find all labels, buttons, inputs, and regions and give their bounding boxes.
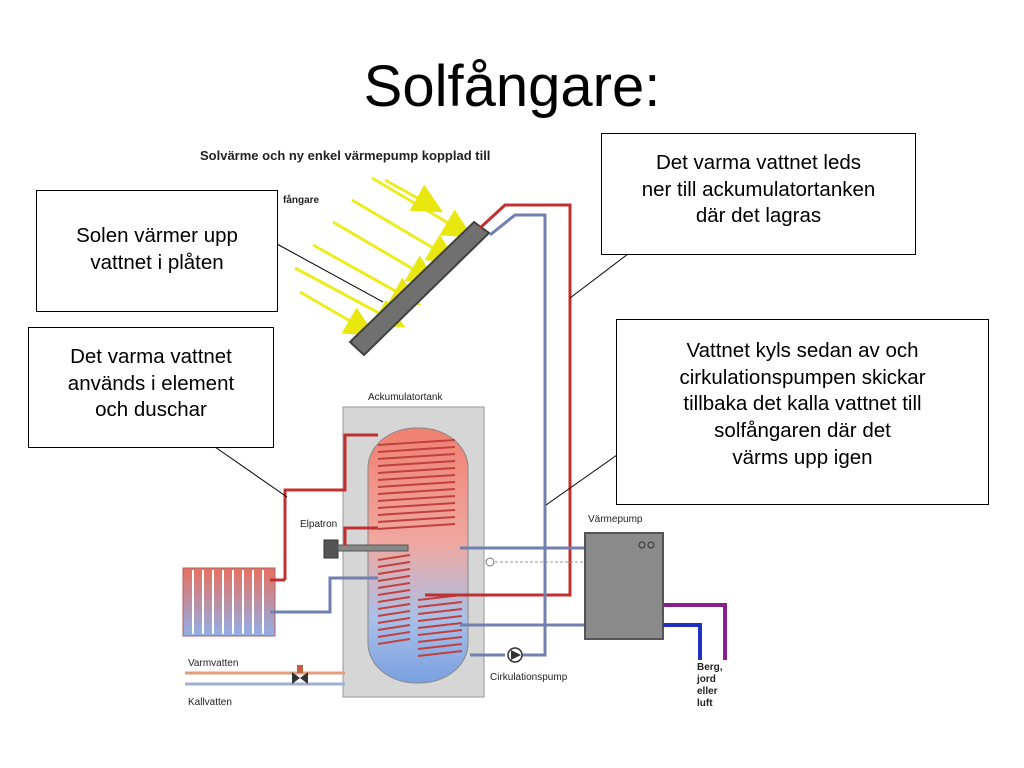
radiator — [182, 567, 276, 637]
diagram-header: Solvärme och ny enkel värmepump kopplad … — [200, 148, 490, 163]
heat-pump-label: Värmepump — [588, 514, 643, 525]
pump-label: Cirkulationspump — [490, 672, 568, 683]
ground-source-line-1: Berg, — [697, 662, 723, 673]
callout-water-cooled-line-5: värms upp igen — [732, 445, 873, 469]
ground-source-line-2: jord — [696, 674, 716, 685]
callout-water-cooled-line-2: cirkulationspumpen skickar — [679, 365, 926, 389]
callout-hot-water-used-line-1: Det varma vattnet — [70, 345, 232, 368]
heater-rod — [337, 544, 409, 552]
callout-leaders — [214, 243, 629, 506]
cold-pipes — [270, 213, 585, 657]
heat-pump-indicator-icon — [647, 541, 655, 549]
heater-cap — [323, 539, 339, 559]
hot-water-label: Varmvatten — [188, 658, 238, 669]
ground-source-line-4: luft — [697, 698, 713, 709]
hot-pipes — [270, 203, 572, 597]
callout-water-cooled-line-3: tillbaka det kalla vattnet till — [683, 392, 922, 416]
heat-pump-indicator-icon — [638, 541, 646, 549]
tank-label: Ackumulatortank — [368, 392, 443, 403]
sun-rays — [294, 176, 473, 336]
upper-coil — [377, 439, 456, 645]
tank-vessel — [367, 427, 469, 684]
mixing-valve-icon — [292, 665, 308, 684]
heater-label: Elpatron — [300, 519, 337, 530]
cold-water-label: Kallvatten — [188, 697, 232, 708]
callout-water-cooled-line-4: solfångaren där det — [714, 418, 891, 442]
callout-hot-water-used-line-2: används i element — [67, 371, 235, 395]
ground-source-line-3: eller — [697, 686, 718, 697]
solar-panel — [348, 220, 491, 357]
callout-water-cooled: Vattnet kyls sedan av och cirkulationspu… — [616, 319, 989, 505]
callout-sun-heats-line-2: vattnet i plåten — [90, 250, 224, 274]
slide-title: Solfångare: — [363, 54, 661, 119]
solar-collector-label: fångare — [283, 194, 320, 206]
callout-hot-water-used-line-3: och duschar — [95, 398, 207, 422]
callout-water-cooled-line-1: Vattnet kyls sedan av och — [686, 339, 919, 362]
callout-sun-heats-line-1: Solen värmer upp — [76, 224, 238, 247]
ground-loop — [663, 603, 727, 660]
callout-sun-heats: Solen värmer upp vattnet i plåten — [36, 190, 278, 312]
callout-hot-water-led-line-3: där det lagras — [695, 204, 822, 228]
sensor-icon — [485, 557, 495, 567]
heat-pump-unit — [584, 532, 664, 640]
callout-hot-water-led-line-1: Det varma vattnet leds — [655, 151, 862, 174]
callout-hot-water-led: Det varma vattnet leds ner till ackumula… — [601, 133, 916, 255]
pump-arrow-icon — [511, 650, 521, 660]
lower-coil — [417, 594, 463, 657]
callout-hot-water-used: Det varma vattnet används i element och … — [28, 327, 274, 448]
callout-hot-water-led-line-2: ner till ackumulatortanken — [641, 177, 876, 201]
